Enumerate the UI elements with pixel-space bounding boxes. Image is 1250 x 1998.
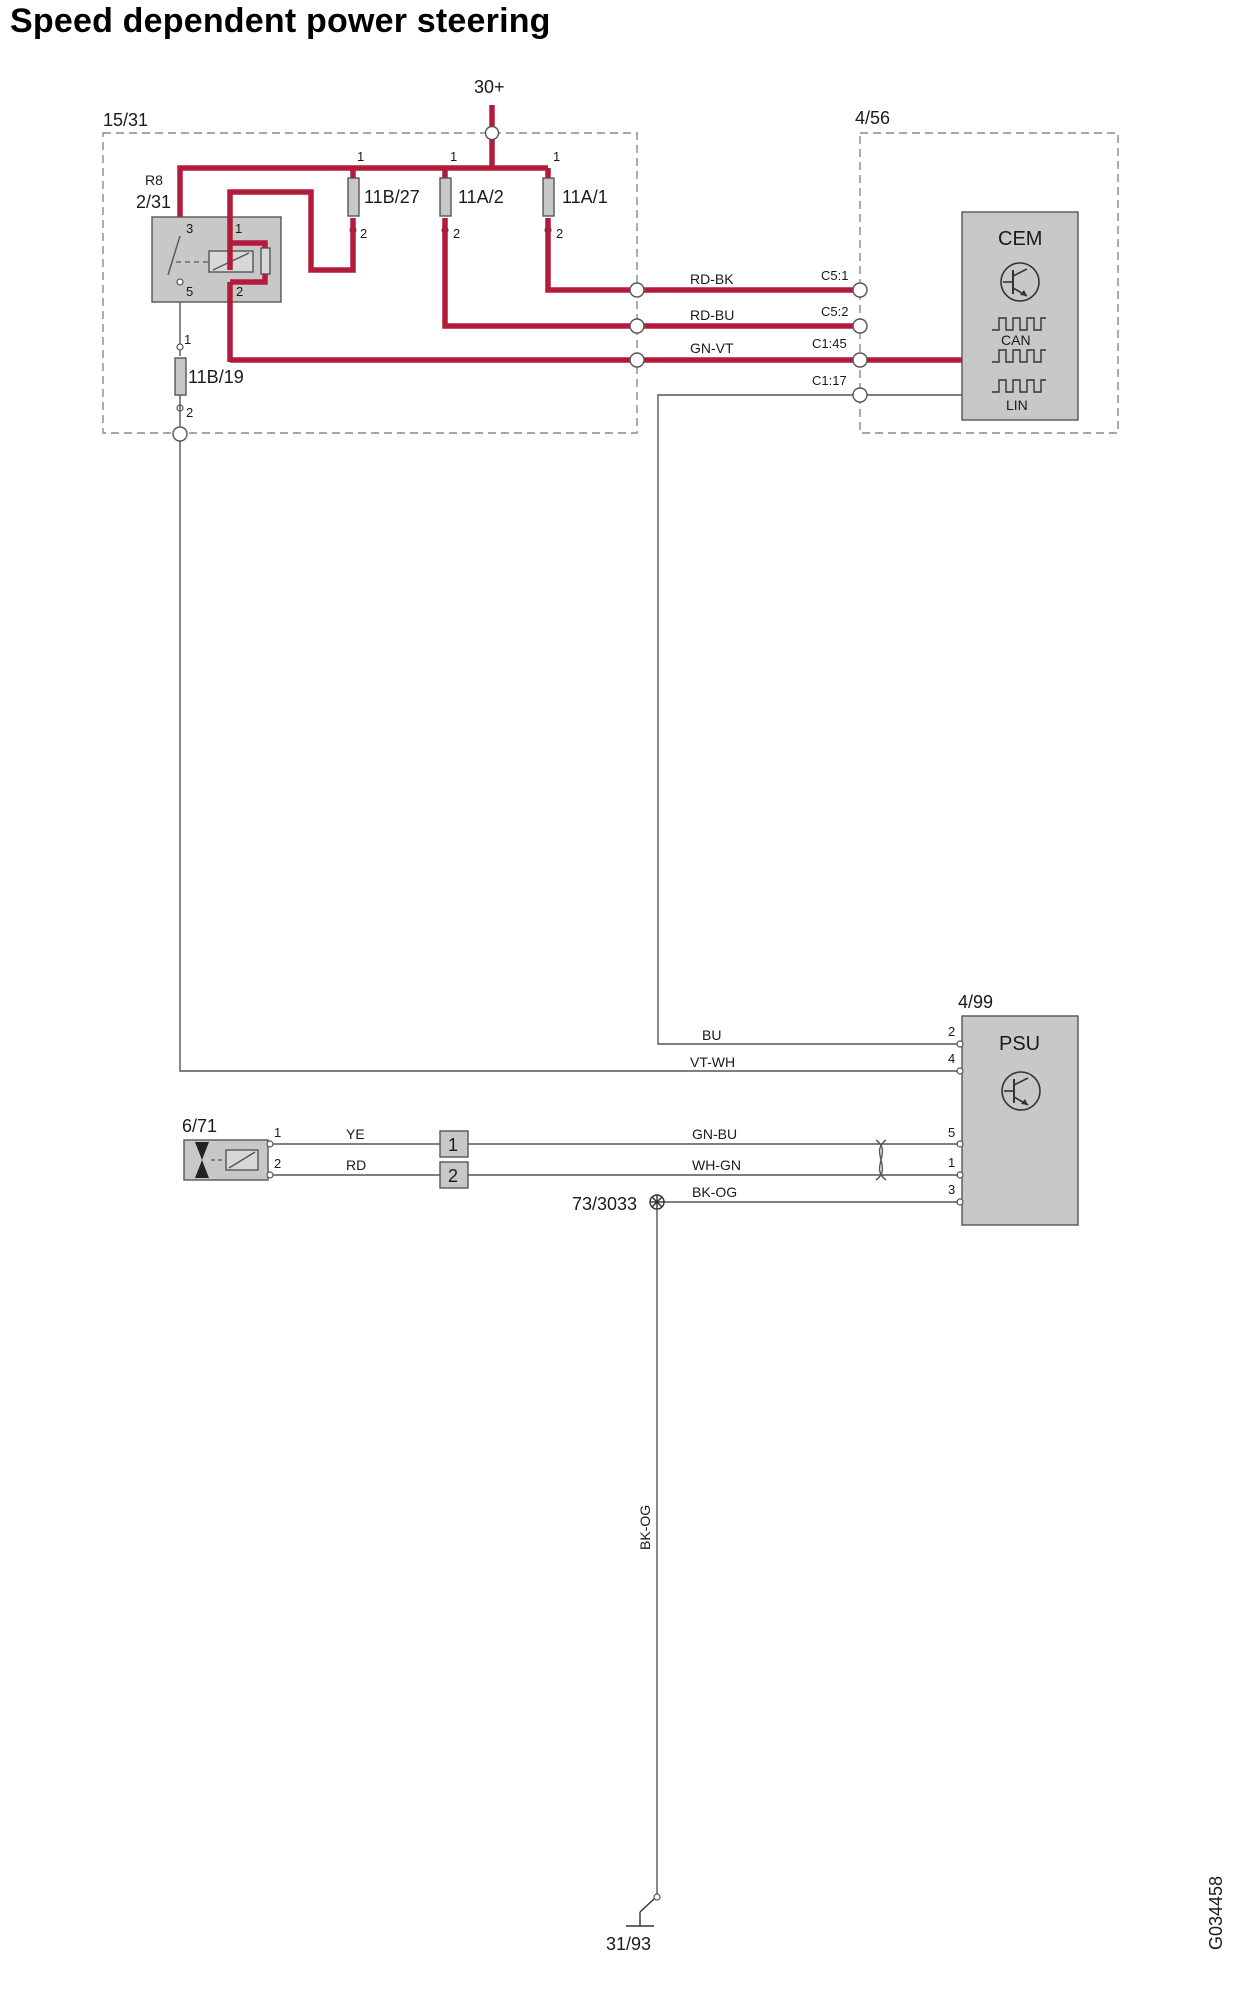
psu-pin-2: 2 <box>948 1024 955 1039</box>
supply-node <box>484 125 500 141</box>
wire-label-bu: BU <box>702 1027 721 1043</box>
psu-pin-4-dot <box>956 1067 964 1075</box>
label-fuse-11b19: 11B/19 <box>188 367 244 387</box>
wire-label-vt-wh: VT-WH <box>690 1054 735 1070</box>
wire-label-wh-gn: WH-GN <box>692 1157 741 1173</box>
wire-label-ye: YE <box>346 1126 365 1142</box>
fuse-11b27 <box>347 177 360 217</box>
label-ground-point: 73/3033 <box>572 1194 637 1214</box>
pin-11a2-2: 2 <box>453 226 460 241</box>
pin-11b27-1: 1 <box>357 149 364 164</box>
node-c5-2 <box>852 318 868 334</box>
wire-rd-bu <box>442 218 862 329</box>
sensor-coil-slash <box>228 1151 256 1169</box>
label-fuse-11a1: 11A/1 <box>562 187 608 207</box>
can-low-signal-icon <box>992 349 1046 363</box>
page-title: Speed dependent power steering <box>10 2 551 40</box>
sensor-pin-2-dot <box>266 1171 274 1179</box>
connector-c5-2: C5:2 <box>821 304 848 319</box>
twisted-pair-icon <box>875 1139 887 1181</box>
connector-c5-1: C5:1 <box>821 268 848 283</box>
sensor-pin-2: 2 <box>274 1156 281 1171</box>
psu-pin-2-dot <box>956 1040 964 1048</box>
label-fuse-11b27: 11B/27 <box>364 187 420 207</box>
label-relay-r8: R8 <box>145 172 163 188</box>
wire-bu <box>657 394 962 1045</box>
relay-pin-5: 5 <box>186 284 193 299</box>
node-c1-17 <box>852 387 868 403</box>
wire-label-rd-bu: RD-BU <box>690 307 734 323</box>
connector-c1-17: C1:17 <box>812 373 847 388</box>
relay-pin-1: 1 <box>235 221 242 236</box>
relay-pin-3: 3 <box>186 221 193 236</box>
relay-diode <box>260 247 271 275</box>
lin-signal-icon <box>992 379 1046 393</box>
power-bus-top <box>177 165 548 230</box>
relay-pin1-to-11b27 <box>227 189 356 273</box>
node-rd-bu-15-31 <box>629 318 645 334</box>
wire-label-gn-vt: GN-VT <box>690 340 734 356</box>
ground-pin-dot <box>653 1893 661 1901</box>
label-psu: PSU <box>999 1033 1040 1055</box>
sensor-pin-1: 1 <box>274 1125 281 1140</box>
label-relay-id: 2/31 <box>136 192 171 212</box>
ground-splice-icon <box>649 1194 665 1210</box>
label-lin: LIN <box>1006 397 1028 413</box>
sensor-arrow-down-icon <box>195 1160 209 1178</box>
pin-11a1-2: 2 <box>556 226 563 241</box>
connector-c1-45: C1:45 <box>812 336 847 351</box>
label-30-plus: 30+ <box>474 77 505 97</box>
fuse-11a1 <box>542 177 555 217</box>
connector-terminal-2-label: 2 <box>448 1166 458 1186</box>
psu-pin-5: 5 <box>948 1125 955 1140</box>
pin-11a1-1: 1 <box>553 149 560 164</box>
relay-coil-top <box>230 240 268 248</box>
label-sensor-id: 6/71 <box>182 1116 217 1136</box>
pin-dot-11b19-1 <box>176 343 184 351</box>
relay-coil-bottom <box>230 274 268 285</box>
wire-label-rd-bk: RD-BK <box>690 271 734 287</box>
wire-label-rd: RD <box>346 1157 366 1173</box>
label-ground: 31/93 <box>606 1934 651 1954</box>
psu-pin-3: 3 <box>948 1182 955 1197</box>
node-c1-45 <box>852 352 868 368</box>
relay-switch-pivot <box>176 278 184 286</box>
relay-switch-contact <box>167 235 181 276</box>
ground-symbol-icon <box>626 1898 655 1927</box>
node-c5-1 <box>852 282 868 298</box>
label-can: CAN <box>1001 332 1031 348</box>
pin-11a2-1: 1 <box>450 149 457 164</box>
relay-pin-2: 2 <box>236 284 243 299</box>
node-rd-bk-15-31 <box>629 282 645 298</box>
label-15-31: 15/31 <box>103 110 148 130</box>
wire-label-gn-bu: GN-BU <box>692 1126 737 1142</box>
node-gn-vt-15-31 <box>629 352 645 368</box>
pin-11b27-2: 2 <box>360 226 367 241</box>
connector-terminal-1-label: 1 <box>448 1135 458 1155</box>
connector-terminal-2 <box>439 1161 469 1189</box>
node-15-31-bottom <box>172 426 188 442</box>
psu-transistor-icon <box>1001 1071 1041 1111</box>
fuse-11a2 <box>439 177 452 217</box>
psu-pin-1: 1 <box>948 1155 955 1170</box>
label-fuse-11a2: 11A/2 <box>458 187 504 207</box>
label-cem: CEM <box>998 228 1042 250</box>
image-code: G034458 <box>1206 1876 1226 1950</box>
fuse-11b19 <box>174 357 187 396</box>
cem-transistor-icon <box>1000 262 1040 302</box>
pin-11b19-1: 1 <box>184 332 191 347</box>
psu-module <box>961 1015 1079 1226</box>
wire-vt-wh <box>179 441 958 1072</box>
wire-label-bk-og: BK-OG <box>692 1184 737 1200</box>
psu-pin-4: 4 <box>948 1051 955 1066</box>
wire-label-bk-og-vertical: BK-OG <box>637 1505 653 1550</box>
label-psu-id: 4/99 <box>958 992 993 1012</box>
wire-rd-bk <box>545 218 862 293</box>
label-4-56: 4/56 <box>855 108 890 128</box>
sensor-arrow-up-icon <box>195 1142 209 1160</box>
pin-11b19-2: 2 <box>186 405 193 420</box>
sensor-pin-1-dot <box>266 1140 274 1148</box>
can-high-signal-icon <box>992 317 1046 331</box>
